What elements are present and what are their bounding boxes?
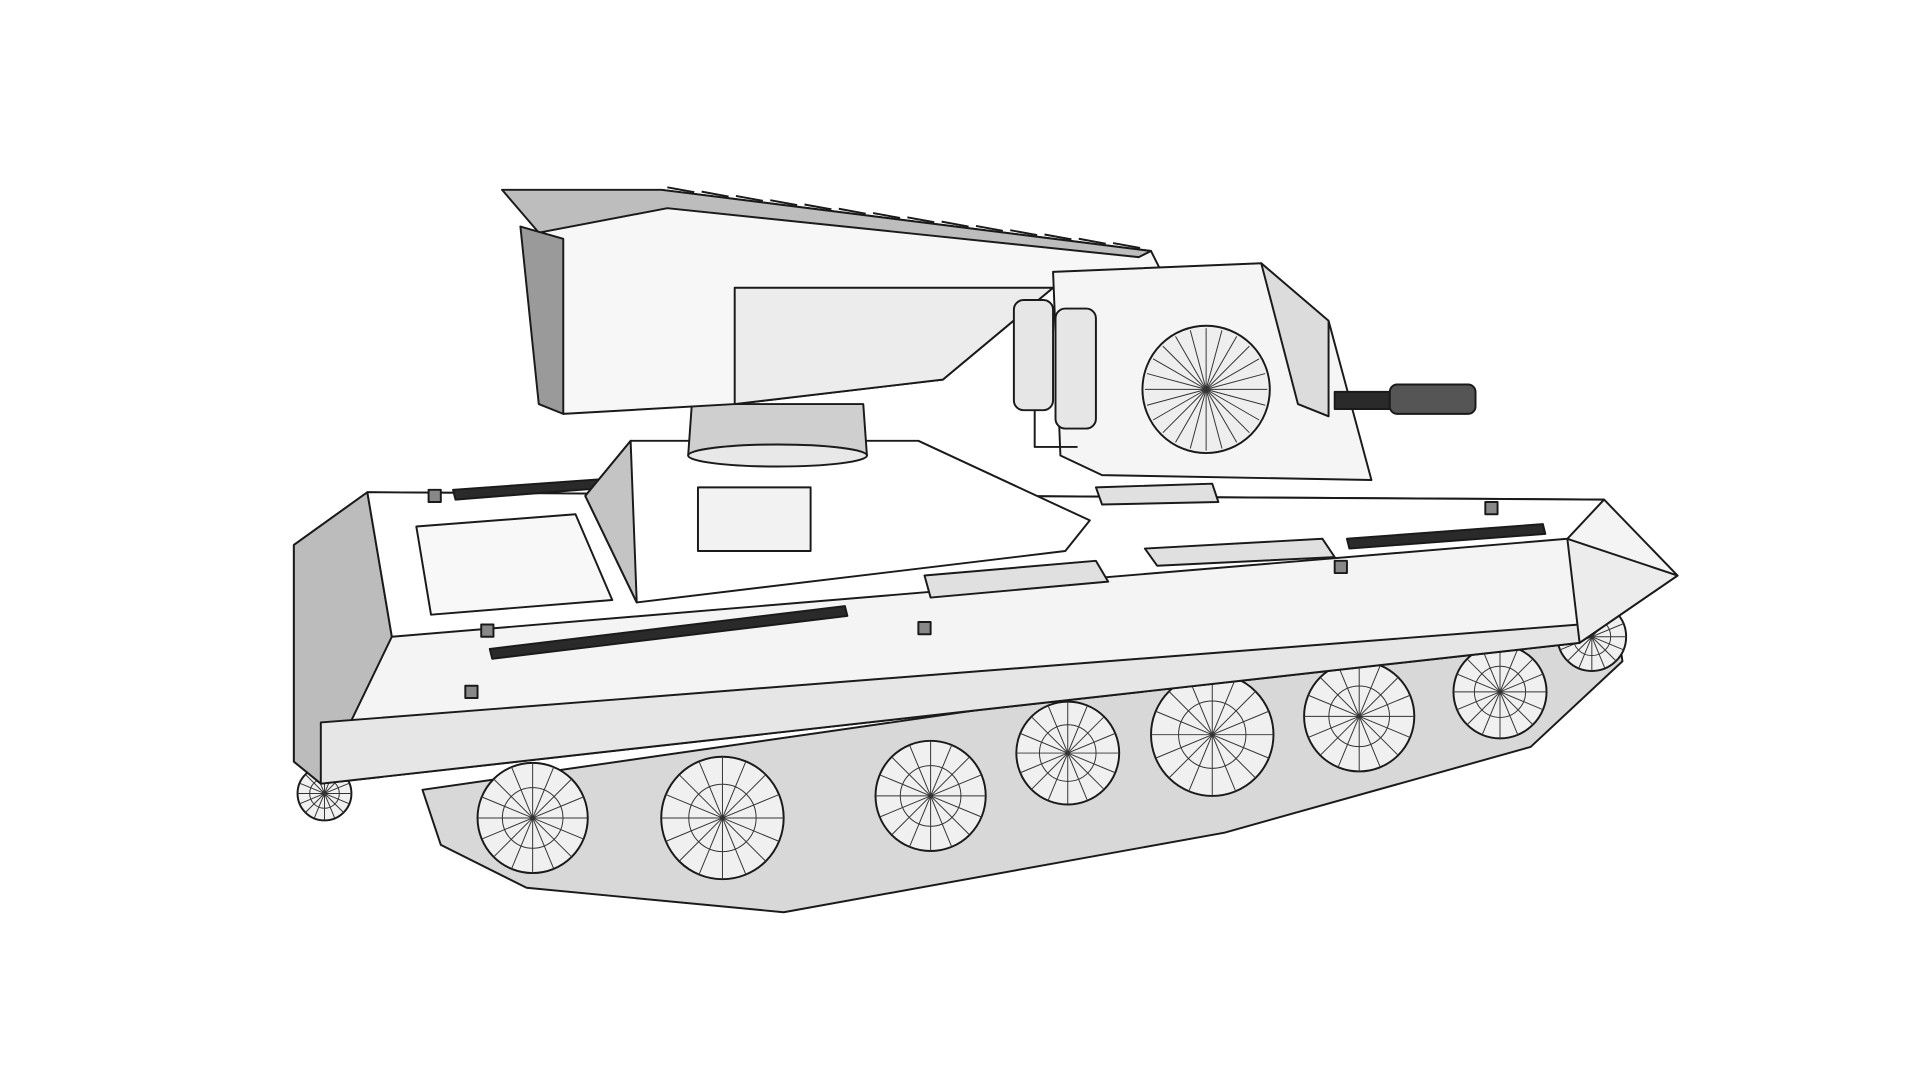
rivet <box>464 684 479 699</box>
fan-spoke <box>1205 373 1266 390</box>
road-wheel <box>1150 672 1275 797</box>
fan-spoke <box>1162 389 1207 434</box>
track-assembly <box>296 601 1628 914</box>
fin <box>804 203 832 211</box>
road-wheel <box>660 755 785 881</box>
launcher-arm <box>501 186 1165 415</box>
rivet <box>1484 501 1499 516</box>
fan-spoke <box>1146 388 1207 406</box>
rivet <box>917 621 932 636</box>
fan-spoke <box>1205 389 1250 434</box>
fan-spoke <box>1189 389 1207 449</box>
fan-spoke <box>1152 388 1207 421</box>
fin <box>872 212 901 219</box>
fin <box>1078 237 1106 245</box>
fan-spoke <box>1162 345 1207 390</box>
fin <box>838 207 866 215</box>
fan-spoke <box>1205 388 1266 406</box>
fan-spoke <box>1205 330 1223 390</box>
fan-spoke <box>1146 373 1207 390</box>
gun-housing <box>1012 262 1477 481</box>
road-wheel <box>476 761 589 875</box>
road-wheel <box>1015 700 1121 806</box>
fan-spokes <box>1144 328 1268 451</box>
fin <box>1112 242 1141 249</box>
road-wheel <box>1303 660 1416 773</box>
fan-spoke <box>1205 336 1238 390</box>
fin <box>941 220 969 228</box>
rivet <box>1333 559 1348 575</box>
launcher-fins <box>667 186 1141 249</box>
fin <box>770 199 798 207</box>
fin <box>1010 229 1038 237</box>
fin <box>701 190 729 198</box>
fan-spoke <box>1189 330 1207 390</box>
fan-spoke <box>1205 388 1260 421</box>
fin <box>975 224 1004 232</box>
road-wheel <box>1452 644 1548 740</box>
road-wheel <box>874 739 987 852</box>
fan-spoke <box>1175 336 1207 390</box>
turret-base <box>584 403 1091 604</box>
fan-spoke <box>1205 358 1260 390</box>
hull-rivets <box>427 488 1499 699</box>
road-wheels <box>296 601 1628 881</box>
fin <box>667 186 695 194</box>
fin <box>735 194 764 202</box>
fan-spoke <box>1205 389 1223 449</box>
fan-spoke <box>1152 358 1207 390</box>
fan-spoke <box>1205 345 1250 390</box>
rivet <box>427 488 442 504</box>
rivet <box>480 623 495 638</box>
fin <box>907 216 935 224</box>
fan-spoke <box>1205 389 1238 443</box>
fan-spoke <box>1175 389 1207 443</box>
fin <box>1044 233 1072 241</box>
